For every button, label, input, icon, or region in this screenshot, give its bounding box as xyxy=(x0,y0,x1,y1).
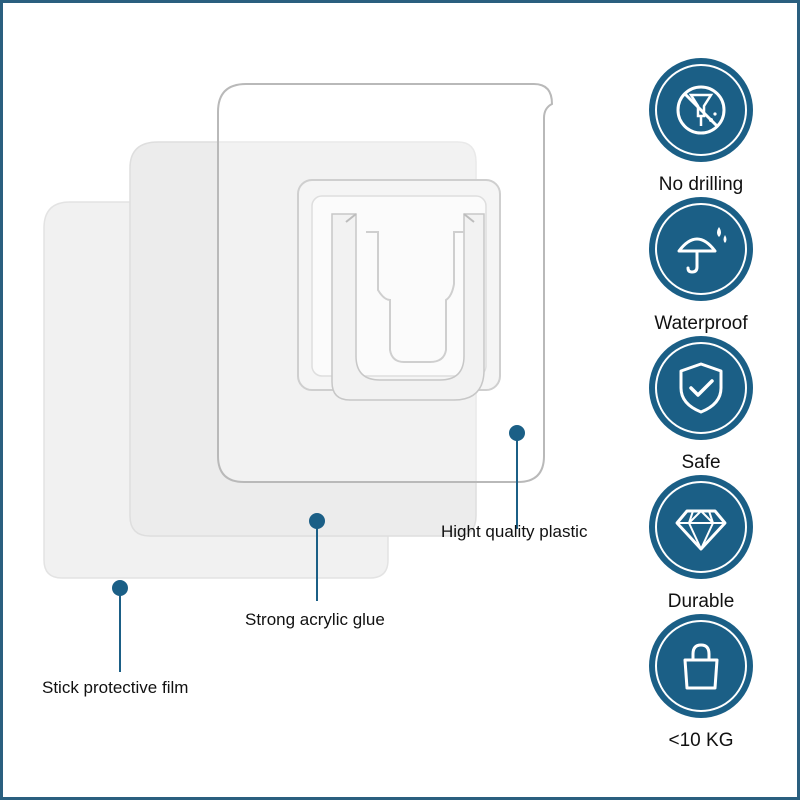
callout-line-film xyxy=(119,588,121,672)
feature-safe: Safe xyxy=(636,336,766,474)
feature-durable: Durable xyxy=(636,475,766,613)
feature-label: Durable xyxy=(667,591,735,612)
feature-weight: <10 KG xyxy=(636,614,766,752)
feature-label: Waterproof xyxy=(654,313,748,334)
durable-badge xyxy=(649,475,753,579)
shield-check-icon xyxy=(679,362,723,414)
callout-label-plastic: Hight quality plastic xyxy=(441,522,588,541)
waterproof-badge xyxy=(649,197,753,301)
callout-label-glue: Strong acrylic glue xyxy=(245,610,385,629)
feature-label: Safe xyxy=(681,452,721,473)
feature-no-drilling: No drilling xyxy=(636,58,766,196)
callout-line-glue xyxy=(316,521,318,601)
weight-badge xyxy=(649,614,753,718)
feature-waterproof: Waterproof xyxy=(636,197,766,335)
shopping-bag-icon xyxy=(683,643,719,690)
callout-label-film: Stick protective film xyxy=(42,678,189,697)
callout-line-plastic xyxy=(516,433,518,529)
no-drilling-badge xyxy=(649,58,753,162)
umbrella-icon xyxy=(677,227,727,274)
feature-label: No drilling xyxy=(658,174,744,195)
diamond-icon xyxy=(675,509,727,551)
no-drilling-icon xyxy=(676,85,726,135)
safe-badge xyxy=(649,336,753,440)
feature-label: <10 KG xyxy=(668,730,734,751)
